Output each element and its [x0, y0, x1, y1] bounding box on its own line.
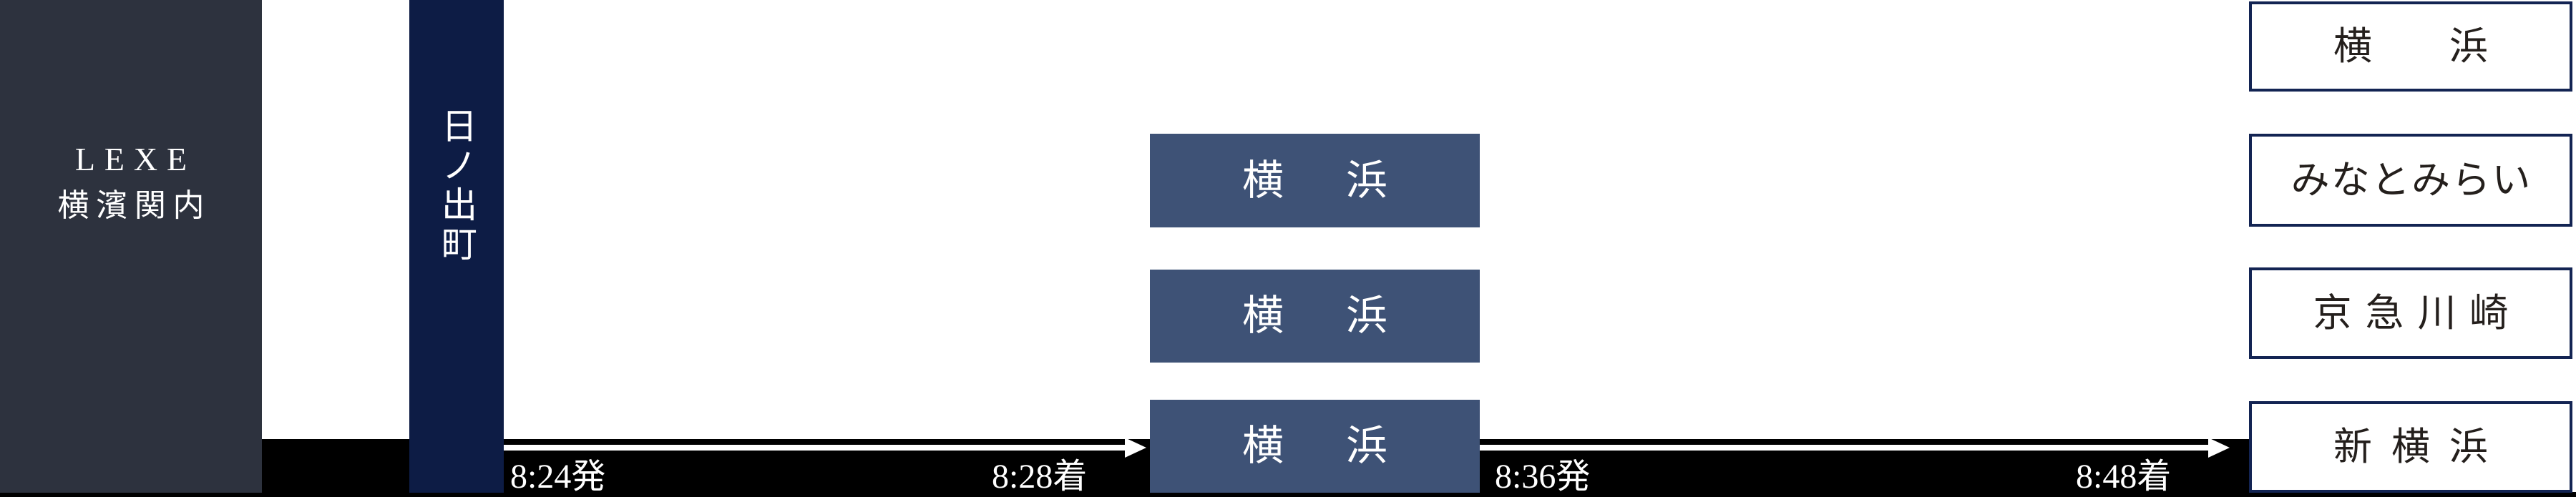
destination-box-yokohama: 横 浜	[2249, 1, 2572, 92]
boarding-station-label: 日ノ出町	[436, 107, 477, 265]
arrow-head-icon	[2208, 438, 2230, 458]
via-station-box: 横 浜	[1150, 400, 1480, 493]
via-station-box: 横 浜	[1150, 134, 1480, 227]
destination-box-keikyu-kawasaki: 京急川崎	[2249, 267, 2572, 359]
timeline-arrow-segment-2	[1480, 445, 2208, 451]
time-label-depart-2: 8:36発	[1495, 458, 1591, 496]
time-label-arrive-2: 8:48着	[2076, 458, 2172, 496]
destination-box-shin-yokohama: 新横浜	[2249, 401, 2572, 493]
time-label-arrive-1: 8:28着	[992, 458, 1088, 496]
time-label-depart-1: 8:24発	[510, 458, 606, 496]
arrow-head-icon	[1125, 438, 1146, 458]
origin-name-ja: 横濱関内	[57, 188, 212, 223]
timeline-arrow-segment-1	[504, 445, 1125, 451]
origin-card: LEXE 横濱関内	[0, 0, 262, 493]
boarding-station-bar: 日ノ出町	[409, 0, 504, 493]
destination-box-minatomirai: みなとみらい	[2249, 134, 2572, 227]
via-station-box: 横 浜	[1150, 270, 1480, 363]
origin-name-en: LEXE	[74, 141, 196, 177]
